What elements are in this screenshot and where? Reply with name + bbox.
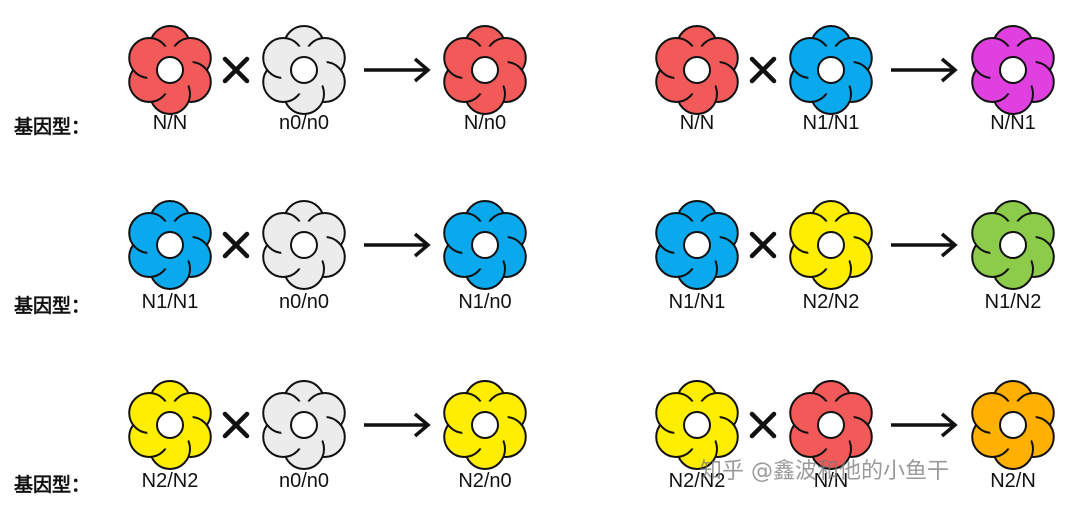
flower-center	[817, 231, 845, 259]
flower-center	[290, 56, 318, 84]
parent1-genotype: N/N	[152, 112, 188, 134]
genotype-row-label: 基因型：	[14, 474, 91, 496]
flower-center	[156, 231, 184, 259]
genotype-row-label: 基因型：	[14, 295, 91, 317]
flower-center	[817, 56, 845, 84]
parent1-genotype: N2/N2	[668, 470, 726, 492]
parent1-flower-icon	[655, 25, 739, 115]
parent1-genotype: N1/N1	[141, 291, 199, 313]
flower-center	[683, 231, 711, 259]
offspring-genotype: N1/n0	[458, 291, 512, 313]
parent1-flower-icon	[128, 200, 212, 290]
flower-center	[290, 411, 318, 439]
flower-center	[817, 411, 845, 439]
parent2-genotype: N1/N1	[802, 112, 860, 134]
offspring-flower-icon	[971, 200, 1055, 290]
parent2-flower-icon	[262, 25, 346, 115]
arrow-icon	[364, 412, 431, 438]
flower-center	[683, 56, 711, 84]
parent2-flower-icon	[262, 380, 346, 470]
offspring-flower-icon	[971, 380, 1055, 470]
parent1-genotype: N/N	[679, 112, 715, 134]
parent1-genotype: N1/N1	[668, 291, 726, 313]
offspring-flower-icon	[971, 25, 1055, 115]
parent1-flower-icon	[128, 380, 212, 470]
parent1-flower-icon	[128, 25, 212, 115]
offspring-genotype: N/n0	[463, 112, 507, 134]
parent2-genotype: N/N	[813, 470, 849, 492]
flower-center	[683, 411, 711, 439]
parent1-flower-icon	[655, 200, 739, 290]
offspring-flower-icon	[443, 380, 527, 470]
flower-center	[156, 411, 184, 439]
genotype-row-label: 基因型：	[14, 116, 91, 138]
cross-icon	[749, 231, 777, 259]
offspring-genotype: N/N1	[990, 112, 1036, 134]
flower-center	[999, 231, 1027, 259]
flower-center	[999, 56, 1027, 84]
cross-icon	[222, 56, 250, 84]
cross-icon	[222, 411, 250, 439]
parent1-genotype: N2/N2	[141, 470, 199, 492]
flower-center	[999, 411, 1027, 439]
flower-center	[471, 56, 499, 84]
flower-center	[156, 56, 184, 84]
parent2-flower-icon	[789, 380, 873, 470]
offspring-flower-icon	[443, 25, 527, 115]
parent2-flower-icon	[789, 25, 873, 115]
parent2-genotype: n0/n0	[278, 112, 330, 134]
arrow-icon	[891, 412, 958, 438]
offspring-flower-icon	[443, 200, 527, 290]
flower-center	[471, 231, 499, 259]
flower-center	[290, 231, 318, 259]
cross-icon	[749, 411, 777, 439]
offspring-genotype: N2/N	[990, 470, 1036, 492]
parent1-flower-icon	[655, 380, 739, 470]
arrow-icon	[891, 232, 958, 258]
parent2-genotype: N2/N2	[802, 291, 860, 313]
parent2-flower-icon	[262, 200, 346, 290]
arrow-icon	[364, 232, 431, 258]
offspring-genotype: N1/N2	[984, 291, 1042, 313]
cross-icon	[749, 56, 777, 84]
offspring-genotype: N2/n0	[458, 470, 512, 492]
arrow-icon	[891, 57, 958, 83]
parent2-flower-icon	[789, 200, 873, 290]
watermark: 知乎 @鑫波和他的小鱼干	[700, 459, 949, 484]
flower-center	[471, 411, 499, 439]
parent2-genotype: n0/n0	[278, 470, 330, 492]
arrow-icon	[364, 57, 431, 83]
parent2-genotype: n0/n0	[278, 291, 330, 313]
cross-icon	[222, 231, 250, 259]
